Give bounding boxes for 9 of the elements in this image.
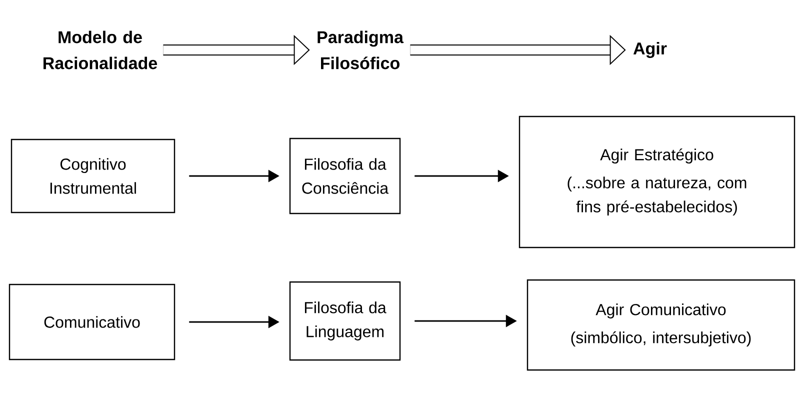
process-box: Agir Comunicativo (simbólico, intersubjetivo): [526, 279, 796, 371]
column-heading: Agir: [633, 42, 667, 58]
process-box: Comunicativo: [8, 284, 176, 360]
process-box: Cognitivo Instrumental: [10, 138, 176, 214]
process-box: Agir Estratégico (...sobre a natureza, com fins pré-estabelecidos): [518, 116, 796, 248]
column-heading: Modelo de Racionalidade: [44, 30, 158, 70]
process-box: Filosofia da Linguagem: [289, 281, 401, 361]
column-heading: Paradigma Filosófico: [318, 30, 404, 70]
process-box: Filosofia da Consciência: [289, 138, 401, 214]
